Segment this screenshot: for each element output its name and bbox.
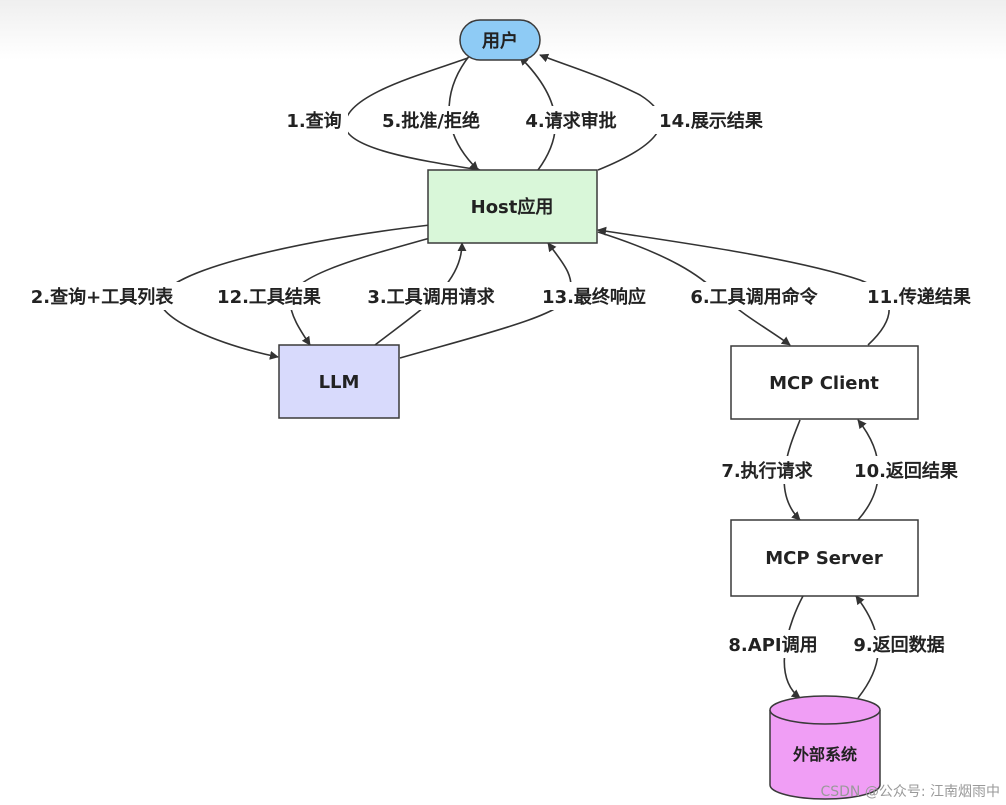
external-system-node-label: 外部系统 bbox=[792, 745, 857, 764]
edge-5-approve-reject bbox=[448, 54, 479, 171]
edge-label-10: 10.返回结果 bbox=[854, 460, 959, 482]
edge-label-7: 7.执行请求 bbox=[721, 460, 813, 482]
user-node: 用户 bbox=[459, 19, 541, 61]
edge-label-8: 8.API调用 bbox=[728, 635, 817, 656]
external-system-node: 外部系统 bbox=[769, 695, 881, 800]
mcp-server-node-label: MCP Server bbox=[765, 548, 883, 569]
edge-label-3: 3.工具调用请求 bbox=[367, 286, 495, 308]
edge-label-9: 9.返回数据 bbox=[853, 634, 944, 656]
llm-node-label: LLM bbox=[319, 372, 360, 393]
edge-label-4: 4.请求审批 bbox=[525, 110, 616, 132]
nodes: 用户 Host应用 LLM MCP Client MCP Server 外部系统 bbox=[278, 19, 919, 800]
edge-label-1: 1.查询 bbox=[286, 110, 341, 132]
edge-labels: 1.查询 5.批准/拒绝 4.请求审批 14.展示结果 2.查询+工具列表 12… bbox=[18, 106, 982, 658]
edge-11-pass-result bbox=[597, 226, 890, 346]
mcp-client-node: MCP Client bbox=[730, 345, 919, 420]
edge-14-show-result bbox=[539, 53, 662, 171]
edge-label-6: 6.工具调用命令 bbox=[690, 286, 818, 308]
edge-label-2: 2.查询+工具列表 bbox=[31, 286, 174, 308]
edge-label-11: 11.传递结果 bbox=[867, 286, 972, 308]
edge-label-12: 12.工具结果 bbox=[217, 286, 322, 308]
mcp-server-node: MCP Server bbox=[730, 519, 919, 597]
user-node-label: 用户 bbox=[482, 30, 518, 52]
edge-label-5: 5.批准/拒绝 bbox=[382, 110, 480, 132]
edge-label-13: 13.最终响应 bbox=[542, 286, 646, 308]
watermark-text: CSDN @公众号: 江南烟雨中 bbox=[820, 784, 1000, 800]
edge-label-14: 14.展示结果 bbox=[659, 110, 764, 132]
host-node: Host应用 bbox=[427, 169, 598, 244]
host-node-label: Host应用 bbox=[471, 196, 554, 218]
llm-node: LLM bbox=[278, 344, 400, 419]
mcp-client-node-label: MCP Client bbox=[769, 373, 879, 394]
